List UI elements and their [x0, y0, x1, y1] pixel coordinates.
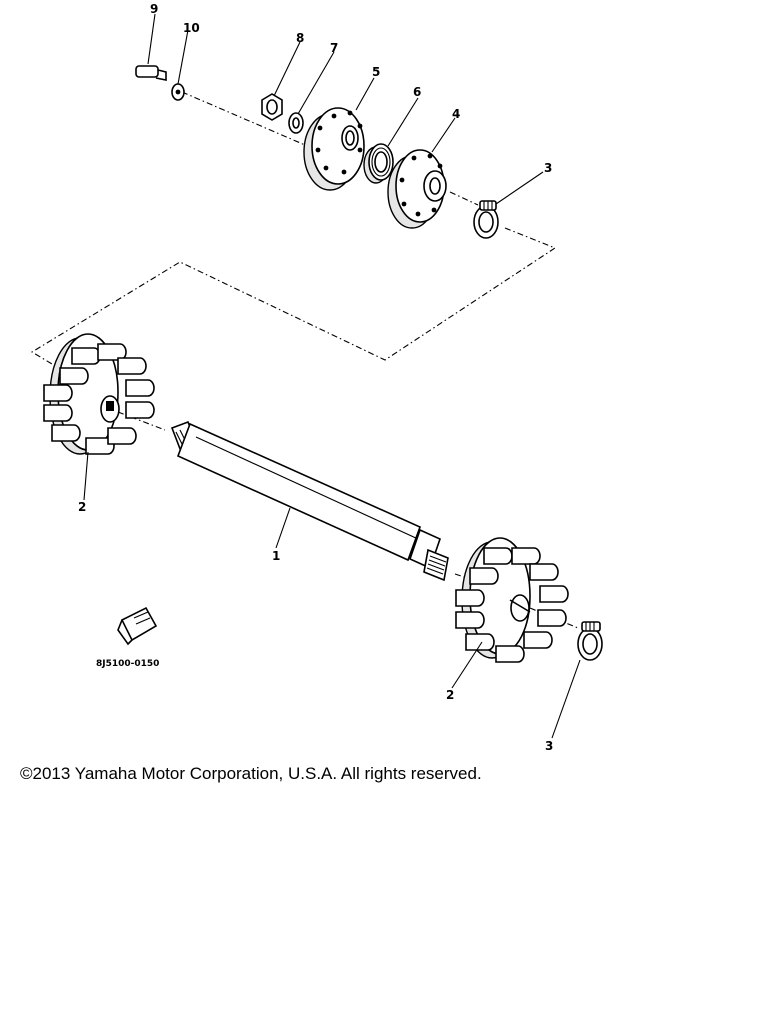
callout-2-right: 2 — [446, 688, 454, 702]
callout-7: 7 — [330, 41, 338, 55]
copyright-notice: ©2013 Yamaha Motor Corporation, U.S.A. A… — [20, 764, 482, 783]
sprocket-part-2-left — [43, 333, 155, 455]
callout-1: 1 — [272, 549, 280, 563]
callout-6: 6 — [413, 85, 421, 99]
sprocket-left-teeth — [43, 343, 155, 455]
callout-9: 9 — [150, 2, 158, 16]
part-code-label: 8J5100-0150 — [96, 659, 159, 669]
callout-labels: 9 10 8 7 5 6 4 3 2 1 2 3 8J5100-0150 — [78, 2, 553, 753]
callout-8: 8 — [296, 31, 304, 45]
callout-5: 5 — [372, 65, 380, 79]
sprocket-right-teeth — [455, 547, 569, 663]
clamp-part-3-lower — [577, 621, 603, 661]
leader-lines — [83, 13, 581, 739]
exploded-parts-diagram: 9 10 8 7 5 6 4 3 2 1 2 3 8J5100-0150 — [30, 2, 603, 753]
washer-part-7 — [288, 112, 304, 134]
bolt-part-9 — [135, 65, 167, 81]
clamp-part-3-upper — [473, 200, 499, 239]
callout-3-upper: 3 — [544, 161, 552, 175]
callout-4: 4 — [452, 107, 460, 121]
bearing-part-6 — [363, 143, 394, 184]
reference-symbol-icon — [117, 606, 158, 646]
callout-3-lower: 3 — [545, 739, 553, 753]
washer-part-10 — [171, 83, 185, 101]
callout-10: 10 — [183, 21, 200, 35]
bearing-flange-part-5 — [303, 107, 365, 191]
drive-axle-part-1 — [170, 420, 449, 582]
bearing-flange-part-4 — [387, 149, 447, 229]
sprocket-part-2-right — [455, 537, 569, 663]
nut-part-8 — [261, 93, 283, 121]
callout-2-left: 2 — [78, 500, 86, 514]
